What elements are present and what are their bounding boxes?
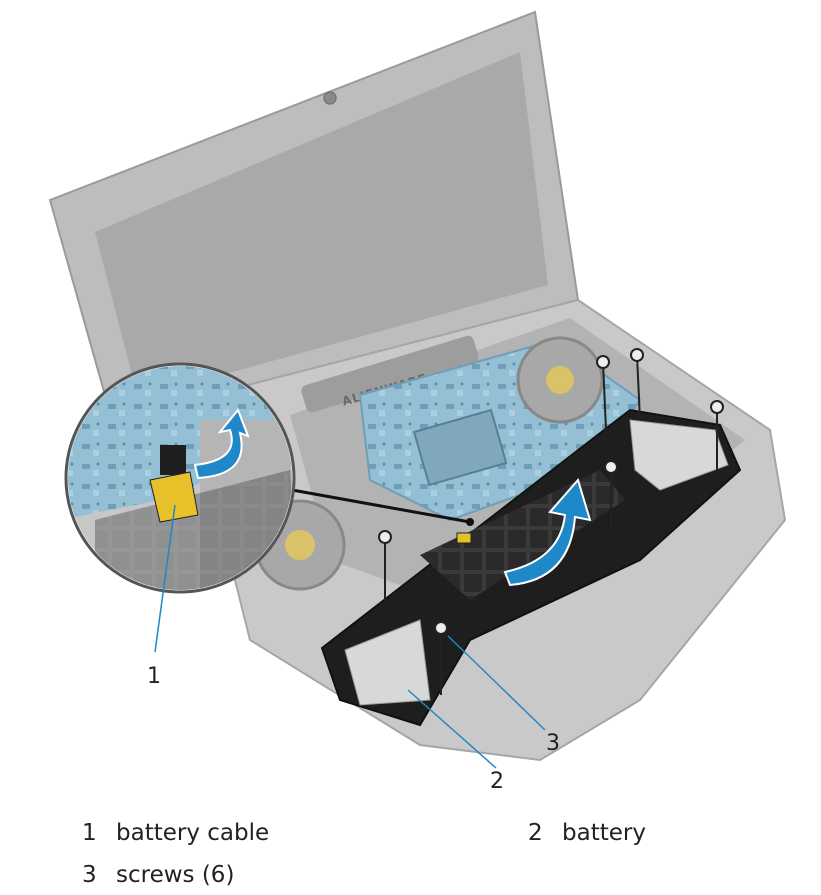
webcam-icon — [323, 91, 337, 105]
legend-label: battery — [562, 820, 646, 846]
hinge-bar — [301, 335, 479, 413]
legend-number: 1 — [82, 820, 97, 846]
screw-icon — [710, 400, 724, 470]
battery-cable-connector — [456, 532, 472, 544]
callout-1-leader — [154, 504, 176, 653]
legend-item: 2 battery — [528, 820, 646, 846]
callout-1-number: 1 — [147, 664, 161, 689]
callout-3-number: 3 — [546, 731, 560, 756]
disconnect-arrow-icon — [193, 408, 250, 480]
legend-item: 1 battery cable — [82, 820, 269, 846]
screw-icon — [596, 355, 610, 431]
legend-number: 2 — [528, 820, 543, 846]
legend-label: battery cable — [116, 820, 270, 846]
screw-icon — [630, 348, 644, 421]
screws — [378, 348, 724, 695]
lift-arrow-icon — [503, 477, 592, 587]
legend-label: screws (6) — [116, 862, 235, 888]
zoom-leader-line — [291, 488, 471, 524]
screw-icon — [434, 621, 448, 695]
laptop-display — [48, 10, 580, 422]
screw-icon — [604, 460, 618, 530]
cpu-heatsink — [412, 408, 508, 487]
legend-number: 3 — [82, 862, 97, 888]
laptop-battery-removal-illustration: ALIENWARE — [48, 10, 787, 794]
legend-item: 3 screws (6) — [82, 862, 234, 888]
callout-2-number: 2 — [490, 769, 504, 794]
screw-icon — [378, 530, 392, 600]
callout-2-leader — [407, 689, 497, 769]
callout-3-leader — [447, 635, 546, 731]
fan-right — [516, 336, 604, 424]
